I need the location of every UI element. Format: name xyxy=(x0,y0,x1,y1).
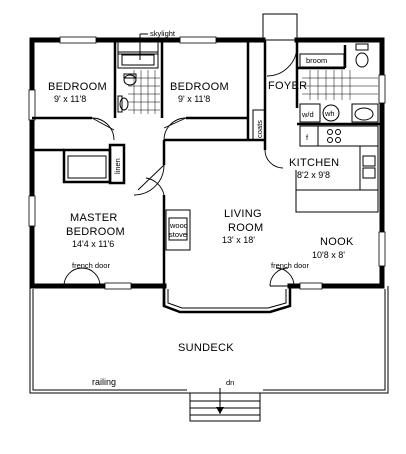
bathroom xyxy=(117,41,160,114)
kitchen-name: KITCHEN xyxy=(289,157,339,169)
foyer-entry xyxy=(262,13,298,77)
foyer-name: FOYER xyxy=(268,80,307,92)
water-heater-label: wh xyxy=(324,109,335,118)
master-name-line1: MASTER xyxy=(70,212,118,224)
living-name-line1: LIVING xyxy=(224,208,262,220)
french-door-living-label: french door xyxy=(271,261,309,270)
washer-dryer-label: w/d xyxy=(301,110,314,119)
stairs-down xyxy=(189,388,261,422)
wood-stove-label-2: stove xyxy=(169,230,187,239)
nook-size: 10'8 x 8' xyxy=(312,250,345,260)
living-size: 13' x 18' xyxy=(222,235,255,245)
windows xyxy=(28,36,386,290)
french-door-master-label: french door xyxy=(72,261,110,270)
doors xyxy=(63,117,295,287)
kitchen-fixtures: f xyxy=(295,125,379,213)
bedroom-2-name: BEDROOM xyxy=(170,81,229,93)
skylight-label: skylight xyxy=(150,29,176,38)
broom-label: broom xyxy=(306,56,327,65)
fridge-label: f xyxy=(306,133,309,142)
railing-label: railing xyxy=(92,377,116,387)
bedroom-1-size: 9' x 11'8 xyxy=(54,94,86,104)
wood-stove-label-1: wood xyxy=(169,221,188,230)
bedroom-1-name: BEDROOM xyxy=(48,81,107,93)
coats-label: coats xyxy=(255,120,264,138)
linen-label: linen xyxy=(113,158,122,174)
nook-name: NOOK xyxy=(320,236,354,248)
utility-bath: broom w/d wh xyxy=(299,43,379,123)
room-labels: BEDROOM 9' x 11'8 BEDROOM 9' x 11'8 FOYE… xyxy=(48,80,354,387)
wood-stove: wood stove xyxy=(165,209,191,251)
sundeck-name: SUNDECK xyxy=(178,342,234,354)
living-bay xyxy=(162,286,292,314)
living-name-line2: ROOM xyxy=(228,222,263,234)
kitchen-size: 8'2 x 9'8 xyxy=(297,170,330,180)
interior-walls xyxy=(32,40,382,306)
skylight-callout: skylight xyxy=(139,29,176,60)
master-name-line2: BEDROOM xyxy=(66,226,125,238)
bedroom-2-size: 9' x 11'8 xyxy=(178,94,210,104)
master-size: 14'4 x 11'6 xyxy=(72,239,114,249)
down-label: dn xyxy=(226,378,234,387)
